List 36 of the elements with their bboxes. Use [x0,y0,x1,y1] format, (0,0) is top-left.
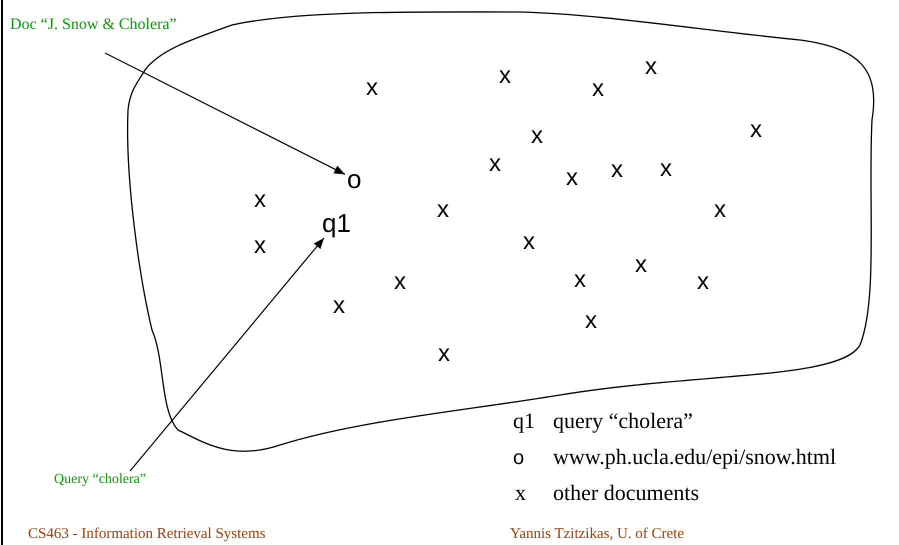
document-marker: x [611,158,623,182]
document-marker: x [394,270,406,294]
legend-symbol: q1 [513,410,535,432]
document-marker: o [347,166,362,192]
document-marker: x [438,342,450,366]
caption-label: Query “cholera” [54,473,146,487]
legend-text: other documents [553,482,700,504]
document-marker: x [585,309,597,333]
legend-symbol: x [515,482,526,504]
document-marker: x [333,294,345,318]
document-marker: x [254,234,266,258]
footer-text: CS463 - Information Retrieval Systems [28,527,266,542]
arrow [130,238,324,472]
legend-text: www.ph.ucla.edu/epi/snow.html [553,446,836,468]
document-marker: x [531,124,543,148]
legend-text: query “cholera” [553,410,693,432]
document-marker: x [523,230,535,254]
document-marker: x [254,188,266,212]
document-marker: x [574,268,586,292]
query-marker: q1 [322,210,351,236]
document-marker: x [714,198,726,222]
footer-text: Yannis Tzitzikas, U. of Crete [510,527,684,542]
document-marker: x [437,198,449,222]
document-marker: x [645,55,657,79]
document-marker: x [366,76,378,100]
arrow [104,52,346,175]
document-marker: x [750,118,762,142]
document-marker: x [489,152,501,176]
document-marker: x [566,166,578,190]
document-marker: x [499,64,511,88]
document-marker: x [660,157,672,181]
caption-label: Doc “J. Snow & Cholera” [10,17,177,33]
legend-symbol: o [513,448,524,468]
document-marker: x [635,253,647,277]
document-marker: x [592,77,604,101]
document-marker: x [697,270,709,294]
